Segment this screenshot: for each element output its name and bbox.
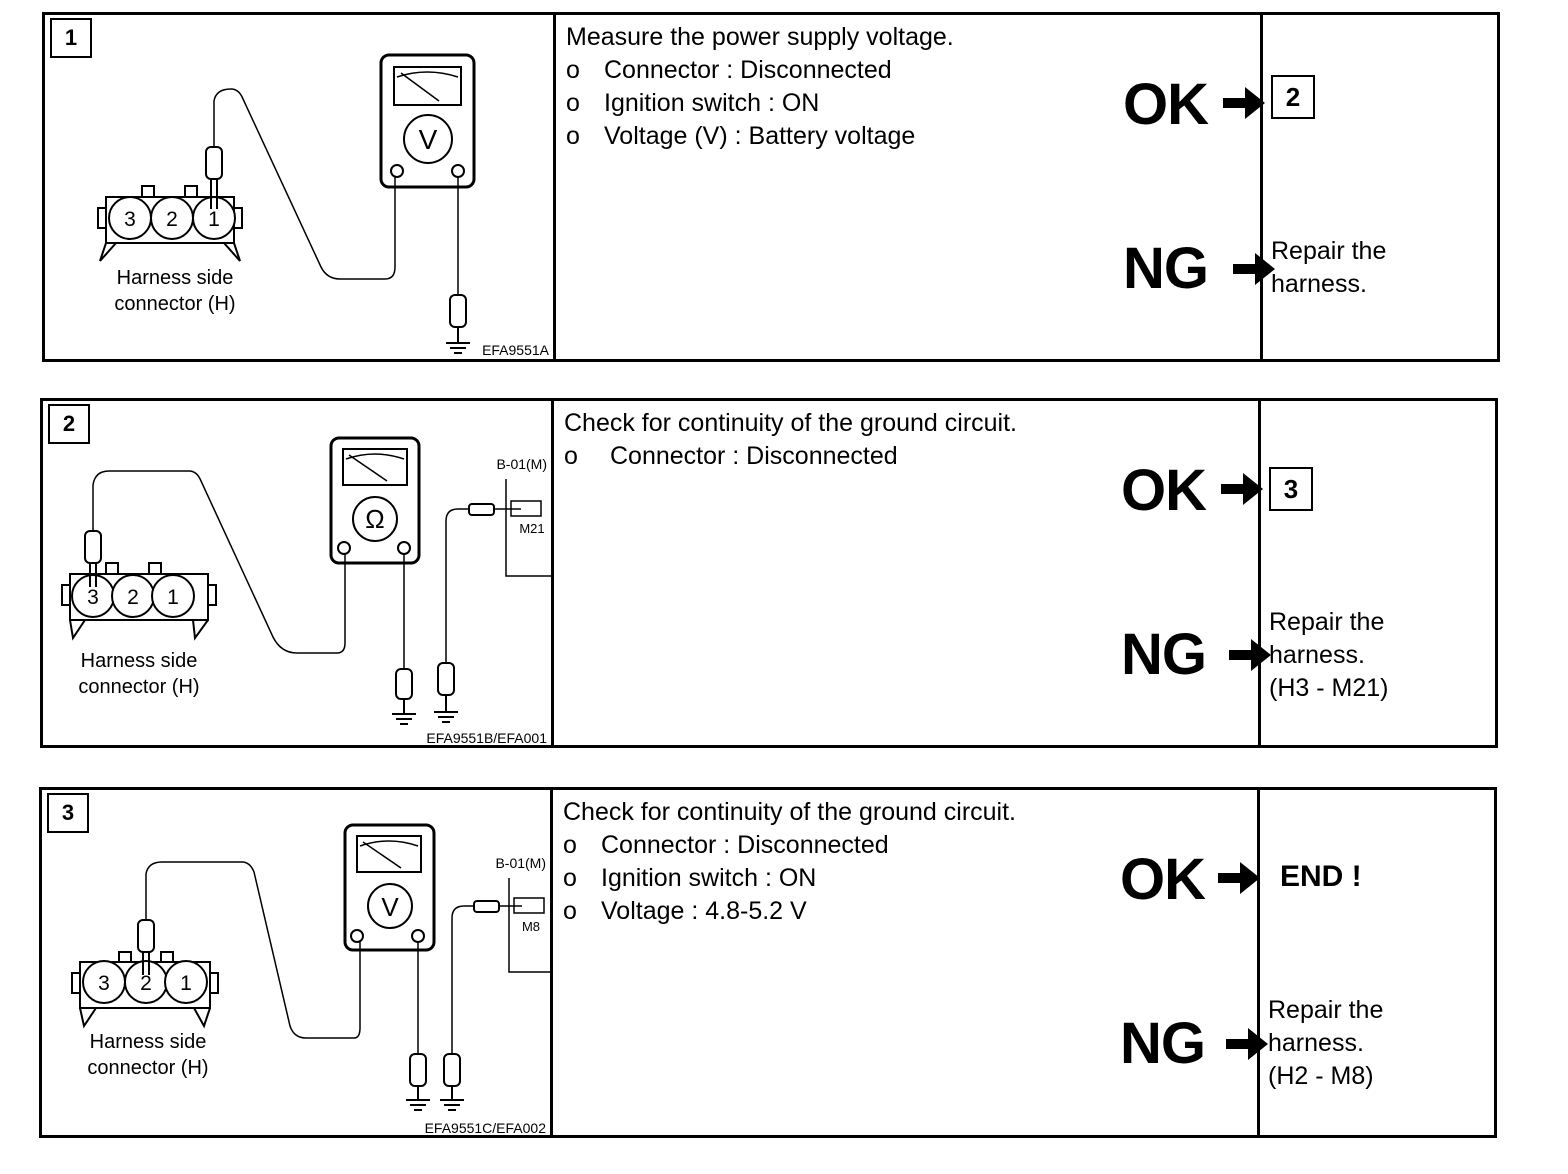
step-3-ok-end: END ! [1280,860,1362,893]
step-1-title: Measure the power supply voltage. [566,23,954,51]
right-arrow-icon [1221,473,1263,505]
svg-text:V: V [381,892,399,922]
right-arrow-icon [1218,862,1260,894]
step-3-wiring-figure: V 3 2 1 [71,823,550,1135]
svg-text:2: 2 [140,972,152,995]
step-2-ng-result: Repair the harness. (H3 - M21) [1269,608,1389,702]
step-3-panel: 3 V 3 2 [39,787,1497,1138]
step-3-number: 3 [47,793,89,833]
harness-connector-icon: 3 2 1 [71,951,219,1029]
multimeter-icon: V [379,53,476,189]
multimeter-icon: Ω [329,436,421,565]
step-1-figure-cell: 1 V 3 [45,15,556,359]
svg-text:Harness side: Harness side [90,1031,207,1053]
step-3-title: Check for continuity of the ground circu… [563,798,1017,826]
right-arrow-icon [1223,87,1265,119]
svg-text:Ω: Ω [365,504,384,534]
step-2-number: 2 [48,404,90,444]
ground-probe-icon [406,1053,430,1111]
svg-text:connector (H): connector (H) [78,676,199,698]
svg-text:3: 3 [124,208,136,231]
step-3-ng-result: Repair the harness. (H2 - M8) [1268,996,1384,1090]
harness-connector-icon: 3 2 1 [61,562,217,641]
svg-text:EFA9551A: EFA9551A [482,342,550,358]
step-3-result-cell: END ! Repair the harness. (H2 - M8) [1257,790,1494,1135]
ecu-connector-icon: B-01(M) M21 [468,456,551,577]
svg-text:Harness side: Harness side [81,650,198,672]
ground-probe-icon [392,668,416,725]
step-3-ng-label: NG [1120,1011,1206,1076]
svg-text:V: V [419,124,438,155]
ground-probe-icon [440,1053,464,1111]
svg-text:1: 1 [180,972,192,995]
step-1-ok-next-step[interactable]: 2 [1271,75,1315,119]
ground-probe-icon [446,294,470,354]
ground-probe-icon [434,662,458,723]
step-1-number: 1 [50,18,92,58]
svg-text:M8: M8 [522,919,540,934]
step-1-ok-label: OK [1123,72,1209,137]
svg-text:3: 3 [87,586,99,609]
step-2-instruction-cell: Check for continuity of the ground circu… [551,401,1271,745]
step-1-panel: 1 V 3 [42,12,1500,362]
svg-text:Harness side: Harness side [117,267,234,289]
svg-text:EFA9551C/EFA002: EFA9551C/EFA002 [425,1120,547,1135]
step-1-wiring-figure: V 3 2 1 [97,53,550,358]
step-3-figure-cell: 3 V 3 2 [42,790,553,1135]
step-3-instruction-cell: Check for continuity of the ground circu… [550,790,1268,1135]
step-1-result-cell: 2 Repair the harness. [1260,15,1497,359]
svg-text:B-01(M): B-01(M) [496,456,547,472]
step-2-ok-label: OK [1121,458,1207,523]
step-1-ng-result: Repair the harness. [1271,237,1387,298]
harness-connector-icon: 3 2 1 [97,185,243,262]
right-arrow-icon [1233,253,1275,285]
step-2-ok-next-step[interactable]: 3 [1269,467,1313,511]
step-1-ng-label: NG [1123,236,1209,301]
step-2-title: Check for continuity of the ground circu… [564,409,1018,437]
ecu-connector-icon: B-01(M) M8 [473,855,550,973]
svg-text:2: 2 [127,586,139,609]
svg-text:1: 1 [208,208,220,231]
step-2-panel: 2 Ω 3 2 [40,398,1498,748]
svg-text:B-01(M): B-01(M) [495,855,546,871]
svg-text:connector (H): connector (H) [114,293,235,315]
svg-text:3: 3 [98,972,110,995]
step-2-ng-label: NG [1121,622,1207,687]
svg-text:EFA9551B/EFA001: EFA9551B/EFA001 [426,730,547,745]
multimeter-icon: V [343,823,436,952]
svg-text:M21: M21 [519,521,544,536]
step-3-ok-label: OK [1120,847,1206,912]
svg-text:1: 1 [167,586,179,609]
svg-text:connector (H): connector (H) [87,1057,208,1079]
step-2-figure-cell: 2 Ω 3 2 [43,401,554,745]
step-2-wiring-figure: Ω 3 2 1 [61,436,551,745]
svg-text:2: 2 [166,208,178,231]
step-2-result-cell: 3 Repair the harness. (H3 - M21) [1258,401,1495,745]
